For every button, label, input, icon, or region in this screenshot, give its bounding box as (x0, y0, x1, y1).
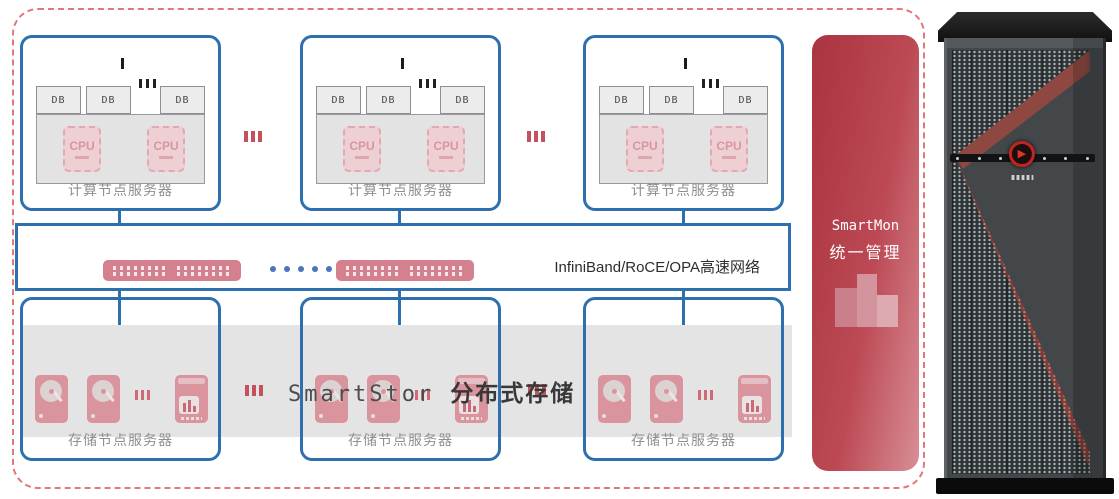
switch-ports (112, 264, 168, 277)
hdd-icon (598, 375, 631, 423)
server-chassis: CPU CPU (36, 114, 205, 184)
db-instance: DB (86, 86, 131, 114)
rack-top-cap (938, 12, 1112, 42)
rack-rim (947, 38, 1103, 48)
storage-node-2: 存储节点服务器 (300, 297, 501, 461)
connector-line (398, 289, 401, 327)
storage-node-label: 存储节点服务器 (68, 432, 173, 448)
cpu-chip-icon: CPU (147, 126, 185, 172)
storage-server-icon (455, 375, 488, 423)
db-instance: DB (366, 86, 411, 114)
db-instance: DB (723, 86, 768, 114)
cpu-chip-icon: CPU (343, 126, 381, 172)
more-disks-ellipsis-icon (698, 390, 713, 400)
management-pillar: SmartMon 统一管理 (812, 35, 919, 471)
compute-node-label: 计算节点服务器 (68, 182, 173, 198)
connector-line (682, 289, 685, 327)
db-row: DB DB DB (316, 86, 485, 114)
compute-node-3: DB DB DB CPU CPU 计算节点服务器 (583, 35, 784, 211)
db-instance: DB (36, 86, 81, 114)
db-row: DB DB DB (599, 86, 768, 114)
cpu-chip-icon: CPU (710, 126, 748, 172)
hdd-icon (315, 375, 348, 423)
storage-server-icon (738, 375, 771, 423)
switch-ports (409, 264, 465, 277)
more-nodes-ellipsis-icon (527, 131, 545, 142)
compute-node-2: DB DB DB CPU CPU 计算节点服务器 (300, 35, 501, 211)
storage-node-label: 存储节点服务器 (348, 432, 453, 448)
cpu-chip-icon: CPU (63, 126, 101, 172)
rack-base (936, 478, 1114, 494)
more-nodes-ellipsis-icon (245, 385, 263, 396)
network-label: InfiniBand/RoCE/OPA高速网络 (554, 259, 760, 276)
cpu-chip-icon: CPU (626, 126, 664, 172)
storage-server-icon (175, 375, 208, 423)
more-switches-ellipsis-icon (270, 266, 346, 272)
more-disks-ellipsis-icon (415, 390, 430, 400)
connector-line (118, 209, 121, 225)
rack-door-shade (1073, 38, 1103, 484)
rack-brand-logo-icon: ▶ (1008, 141, 1035, 167)
storage-layer-name: 分布式存储 (450, 380, 576, 406)
hdd-icon (367, 375, 400, 423)
db-instance: DB (440, 86, 485, 114)
compute-node-label: 计算节点服务器 (631, 182, 736, 198)
storage-brand: SmartStor (288, 382, 435, 407)
network-layer: InfiniBand/RoCE/OPA高速网络 (15, 223, 791, 291)
db-instance: DB (649, 86, 694, 114)
db-instance: DB (160, 86, 205, 114)
db-row: DB DB DB (36, 86, 205, 114)
rack-logo-caption (1011, 175, 1034, 180)
db-instance: DB (599, 86, 644, 114)
server-chassis: CPU CPU (599, 114, 768, 184)
top-tick-icon (684, 58, 687, 69)
network-switch-icon (103, 260, 241, 281)
more-db-ellipsis-icon (419, 79, 436, 88)
storage-layer-title: SmartStor 分布式存储 (288, 374, 575, 408)
db-instance: DB (316, 86, 361, 114)
more-nodes-ellipsis-icon (244, 131, 262, 142)
top-tick-icon (121, 58, 124, 69)
management-brand: SmartMon (831, 218, 900, 234)
compute-node-1: DB DB DB CPU CPU 计算节点服务器 (20, 35, 221, 211)
more-nodes-ellipsis-icon (528, 384, 546, 395)
storage-node-1: 存储节点服务器 (20, 297, 221, 461)
hdd-icon (87, 375, 120, 423)
hdd-icon (650, 375, 683, 423)
server-rack-image: ▶ (936, 6, 1114, 494)
storage-node-label: 存储节点服务器 (631, 432, 736, 448)
hdd-icon (35, 375, 68, 423)
compute-node-label: 计算节点服务器 (348, 182, 453, 198)
connector-line (118, 289, 121, 327)
more-db-ellipsis-icon (702, 79, 719, 88)
cpu-chip-icon: CPU (427, 126, 465, 172)
connector-line (398, 209, 401, 225)
dashed-frame (12, 8, 925, 489)
network-switch-icon (336, 260, 474, 281)
more-disks-ellipsis-icon (135, 390, 150, 400)
storage-node-3: 存储节点服务器 (583, 297, 784, 461)
server-chassis: CPU CPU (316, 114, 485, 184)
switch-ports (345, 264, 401, 277)
more-db-ellipsis-icon (139, 79, 156, 88)
top-tick-icon (401, 58, 404, 69)
connector-line (682, 209, 685, 225)
bar-chart-icon (835, 274, 898, 327)
rack-body: ▶ (944, 38, 1106, 484)
management-title: 统一管理 (829, 245, 902, 262)
switch-ports (176, 264, 232, 277)
